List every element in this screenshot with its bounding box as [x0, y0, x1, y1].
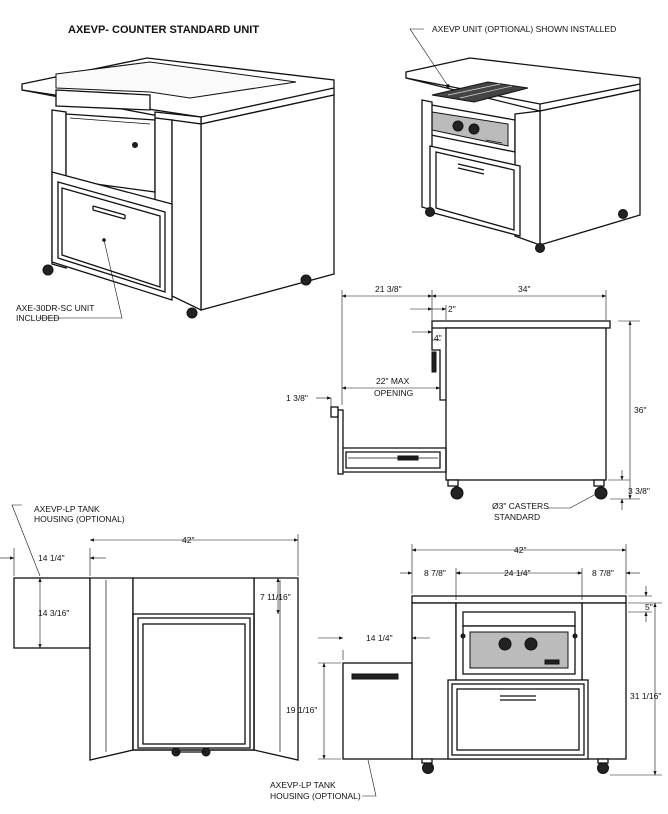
dim-front-right-side: 8 7/8" — [592, 568, 614, 578]
dim-side-max-opening-line1: 22" MAX — [376, 376, 410, 386]
label-casters-line2: STANDARD — [494, 512, 540, 522]
label-optional-installed: AXEVP UNIT (OPTIONAL) SHOWN INSTALLED — [432, 24, 616, 34]
dim-front-width: 42" — [514, 545, 526, 555]
dim-front-tank-width: 14 1/4" — [366, 633, 393, 643]
dim-side-offset-2: 2" — [448, 304, 456, 314]
dim-side-height: 36" — [634, 405, 646, 415]
dim-side-max-opening-line2: OPENING — [374, 388, 413, 398]
dim-plan-tank-depth: 14 3/16" — [38, 608, 69, 618]
dim-front-height: 31 1/16" — [630, 691, 661, 701]
dim-plan-tank-width: 14 1/4" — [38, 553, 65, 563]
dim-front-top-inset: 5" — [645, 602, 653, 612]
iso-view-installed-unit — [405, 28, 641, 253]
label-casters-line1: Ø3" CASTERS — [492, 501, 549, 511]
dim-front-tank-height: 19 1/16" — [286, 705, 317, 715]
label-tank-top-line1: AXEVP-LP TANK — [34, 504, 100, 514]
dim-front-left-side: 8 7/8" — [424, 568, 446, 578]
label-included-line1: AXE-30DR-SC UNIT — [16, 303, 94, 313]
dim-plan-side-depth: 7 11/16" — [260, 592, 291, 602]
label-tank-bottom-line1: AXEVP-LP TANK — [270, 780, 336, 790]
drawing-title: AXEVP- COUNTER STANDARD UNIT — [68, 24, 259, 36]
label-tank-top-line2: HOUSING (OPTIONAL) — [34, 514, 125, 524]
dim-side-offset-4: 4" — [434, 333, 442, 343]
dim-side-depth-overhang: 21 3/8" — [375, 284, 402, 294]
dim-front-center: 24 1/4" — [504, 568, 531, 578]
label-tank-bottom-line2: HOUSING (OPTIONAL) — [270, 791, 361, 801]
side-view — [316, 290, 640, 510]
dim-side-depth-total: 34" — [518, 284, 530, 294]
dim-plan-width: 42" — [182, 535, 194, 545]
dim-side-handle: 1 3/8" — [286, 393, 308, 403]
dim-side-caster-height: 3 3/8" — [628, 486, 650, 496]
label-included-line2: INCLUDED — [16, 313, 59, 323]
plan-view — [0, 504, 299, 761]
front-view — [318, 544, 662, 797]
iso-view-standard-unit — [21, 57, 335, 319]
